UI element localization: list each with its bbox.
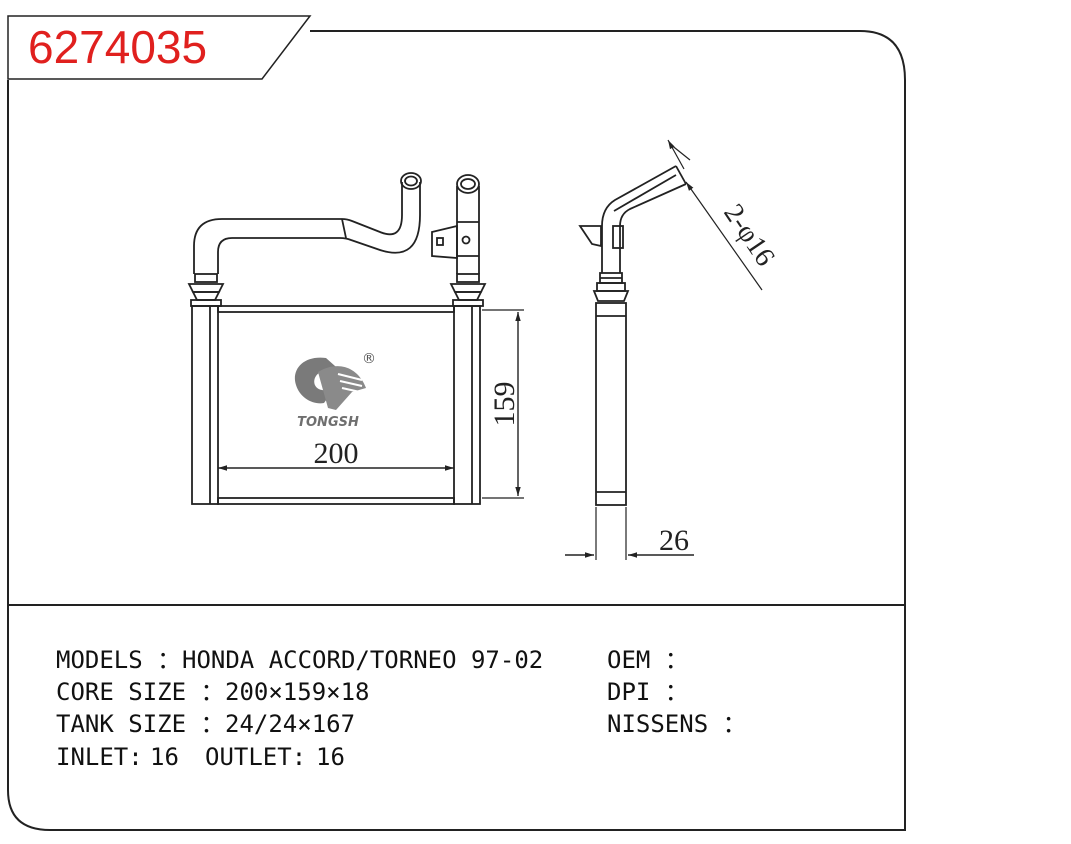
front-view [187,172,524,505]
oem-label: OEM ： [607,646,689,674]
side-pipe [601,165,687,227]
dim-pipe-line [685,181,763,291]
inlet-value: 16 [150,743,179,771]
dim-width-label: 200 [314,437,359,470]
dpi-label: DPI ： [607,678,689,706]
outlet-pipe-end [456,174,480,194]
nissens-label: NISSENS ： [607,710,747,738]
inlet-pipe [193,182,403,274]
spec-block: MODELS ： HONDA ACCORD/TORNEO 97-02 CORE … [56,646,747,771]
side-tank [595,302,627,506]
core-size-value: 200×159×18 [225,678,370,706]
right-tank [453,305,481,505]
models-value: HONDA ACCORD/TORNEO 97-02 [182,646,543,674]
brand-logo-text: TONGSH [297,415,359,430]
brand-logo-registered: ® [362,351,376,367]
part-number: 6274035 [28,21,207,73]
left-tank [191,305,219,505]
side-view [565,139,763,560]
core-top-bar [217,305,455,313]
models-label: MODELS ： [56,646,181,674]
dim-pipe-label: 2-φ16 [717,199,780,272]
inlet-pipe-end [400,172,422,190]
brand-logo-icon [294,357,366,410]
core-bottom-bar [217,497,455,505]
side-bracket [578,225,602,248]
mount-bracket [431,224,458,259]
inlet-label: INLET: [56,743,143,771]
outlet-value: 16 [316,743,345,771]
tank-size-label: TANK SIZE ： [56,710,225,738]
dim-depth-label: 26 [659,524,689,557]
tank-size-value: 24/24×167 [225,710,355,738]
core-size-label: CORE SIZE ： [56,678,225,706]
outlet-pipe [456,186,480,274]
dim-height-label: 159 [488,382,521,427]
outer-frame [7,30,906,831]
part-number-tab [7,15,312,80]
outlet-label: OUTLET: [205,743,306,771]
